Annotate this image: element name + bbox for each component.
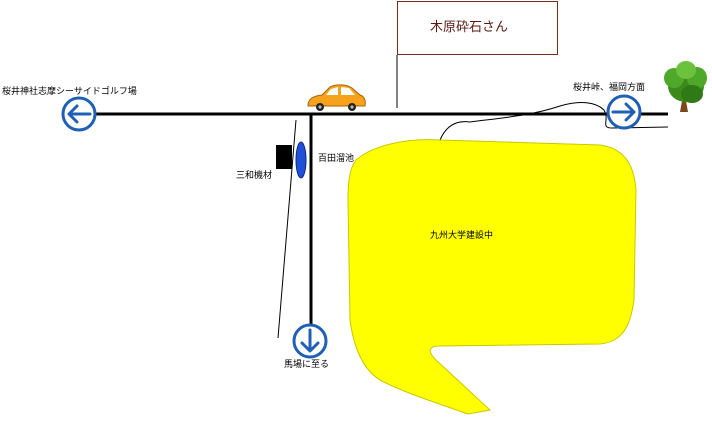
- construction-area-shape: [347, 139, 637, 415]
- arrow-right-circle-icon: [606, 94, 642, 130]
- building-icon: [276, 145, 292, 169]
- sanwa-kizai-label: 三和機材: [236, 171, 273, 181]
- arrow-left-circle-icon: [61, 96, 97, 132]
- destination-name: 木原砕石さん: [430, 20, 509, 35]
- pond-icon: [295, 141, 307, 179]
- arrow-down-circle-icon: [292, 323, 328, 359]
- south-direction-label: 馬場に至る: [284, 360, 330, 370]
- pond-label: 百田溜池: [318, 154, 355, 164]
- side-road-line: [277, 119, 297, 339]
- destination-box: [397, 1, 558, 55]
- construction-area-label: 九州大学建設中: [430, 231, 494, 241]
- terrain-contour-line: [439, 102, 669, 141]
- east-direction-label: 桜井峠、福岡方面: [573, 83, 646, 93]
- car-icon: [307, 84, 366, 111]
- west-direction-label: 桜井神社志摩シーサイドゴルフ場: [2, 87, 137, 97]
- tree-icon: [664, 61, 707, 112]
